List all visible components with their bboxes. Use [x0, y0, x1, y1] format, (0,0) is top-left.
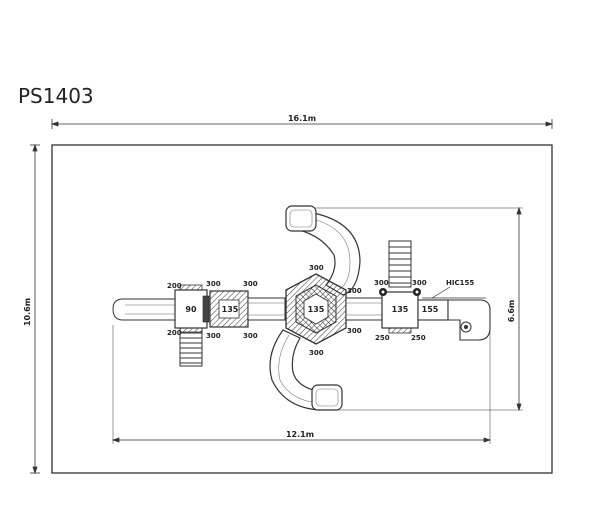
right-ladder: [388, 240, 412, 288]
safety-area-boundary: [51, 144, 553, 474]
bridge-right: [345, 297, 383, 321]
equipment-width-dimension: [111, 325, 492, 444]
deck-hex-label: 135: [308, 305, 325, 314]
slide-upper: [285, 205, 361, 296]
height-right-bottom-right: 250: [411, 334, 426, 342]
height-hex-top: 300: [309, 264, 324, 272]
hex-tower: [285, 273, 347, 345]
hic-leader: [431, 286, 451, 299]
deck-right-grille-bottom: [388, 327, 412, 334]
height-mid-top-300: 300: [243, 280, 258, 288]
deck-left-mid-label: 135: [222, 305, 239, 314]
plan-title: PS1403: [18, 84, 94, 108]
bridge-left: [247, 297, 286, 321]
height-right-top-left: 300: [374, 279, 389, 287]
right-end-deck: [417, 297, 491, 341]
slide-lower: [269, 329, 343, 411]
hic-label: HIC155: [446, 279, 474, 287]
overall-depth-dimension: [30, 143, 40, 475]
deck-left-grille-bottom: [179, 327, 203, 333]
height-left-bottom-300: 300: [206, 332, 221, 340]
height-right-top-right: 300: [412, 279, 427, 287]
overall-depth-label: 10.6m: [23, 298, 32, 326]
deck-left-side-panel: [202, 295, 210, 323]
equipment-depth-dimension: [310, 206, 523, 412]
equipment-depth-label: 6.6m: [507, 300, 516, 323]
height-left-bottom-200: 200: [167, 329, 182, 337]
deck-left-square-label: 90: [185, 305, 197, 314]
height-hex-right-top: 300: [347, 287, 362, 295]
overall-width-label: 16.1m: [288, 114, 316, 123]
height-left-top-200: 200: [167, 282, 182, 290]
overall-width-dimension: [50, 119, 554, 129]
deck-right-square: [381, 291, 419, 329]
height-hex-bottom: 300: [309, 349, 324, 357]
height-hex-right-bottom: 300: [347, 327, 362, 335]
height-right-bottom-left: 250: [375, 334, 390, 342]
height-mid-bottom-300: 300: [243, 332, 258, 340]
deck-left-mid-inner: [218, 299, 240, 319]
deck-left-grille-top: [179, 284, 203, 291]
left-ladder: [179, 327, 203, 367]
equipment-width-label: 12.1m: [286, 430, 314, 439]
deck-right-end-label: 155: [422, 305, 439, 314]
height-left-top-300: 300: [206, 280, 221, 288]
left-rail: [112, 298, 181, 321]
deck-right-square-label: 135: [392, 305, 409, 314]
post-gear-icon: [379, 288, 421, 296]
